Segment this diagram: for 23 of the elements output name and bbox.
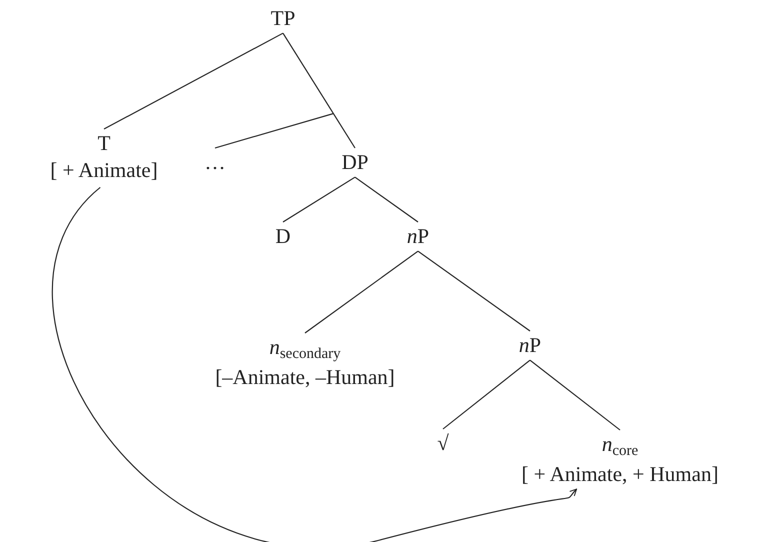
node-label: TP bbox=[270, 6, 296, 32]
node-label: n$_{secondary}$ bbox=[268, 335, 342, 363]
node-label: D bbox=[275, 224, 291, 250]
feature-label: [–Animate, –Human] bbox=[215, 365, 395, 390]
tree-branch bbox=[282, 32, 356, 148]
feature-label: [ + Animate, + Human] bbox=[522, 462, 718, 488]
node-label: T bbox=[96, 131, 112, 156]
tree-branch bbox=[418, 250, 530, 332]
node-label: n$_{core}$ bbox=[600, 432, 640, 460]
feature-label: [ + Animate] bbox=[50, 158, 158, 184]
tree-branch bbox=[282, 176, 356, 222]
node-label: nP bbox=[406, 224, 430, 250]
curved-arrow bbox=[52, 187, 578, 542]
tree-branch bbox=[304, 250, 418, 334]
tree-branch bbox=[104, 32, 284, 130]
tree-branch bbox=[530, 360, 620, 430]
tree-branch bbox=[214, 113, 334, 149]
node-label: √ bbox=[437, 431, 449, 456]
tree-branch bbox=[442, 360, 530, 430]
node-label: DP bbox=[342, 150, 368, 176]
tree-branch bbox=[354, 176, 418, 222]
node-label: nP bbox=[518, 333, 542, 358]
node-label: … bbox=[204, 150, 226, 176]
